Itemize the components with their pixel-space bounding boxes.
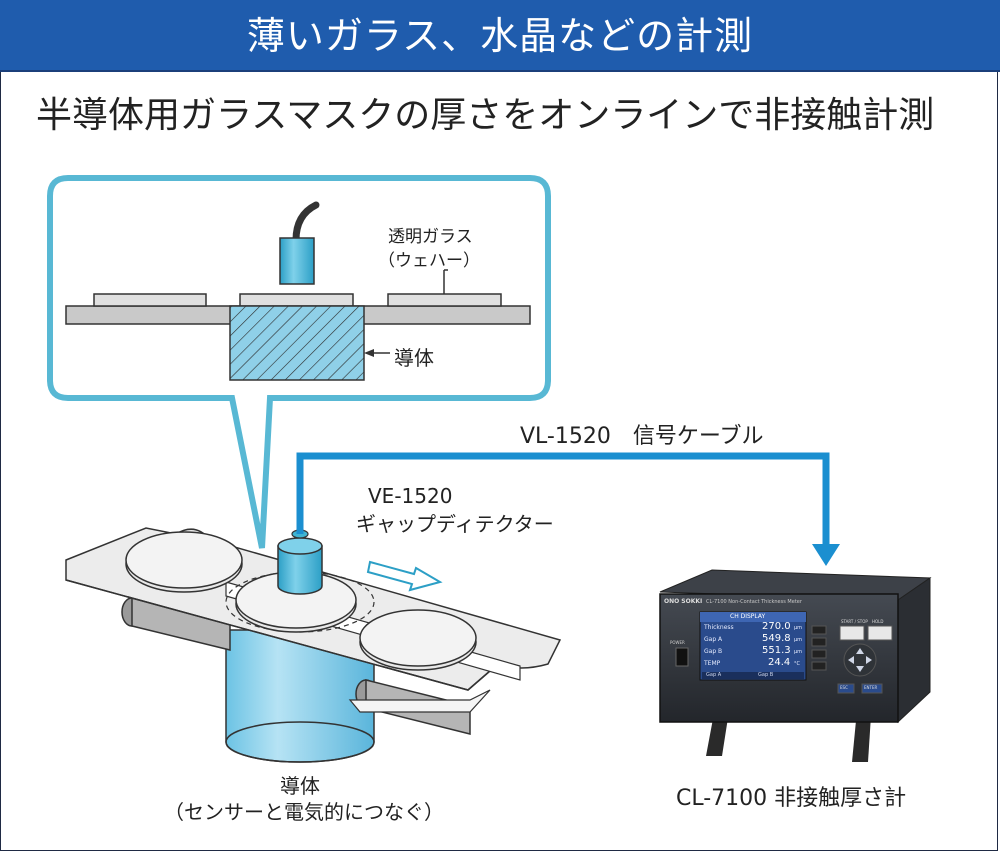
signal-cable-line xyxy=(296,452,830,544)
screen-row-unit: μm xyxy=(794,637,803,643)
thickness-meter xyxy=(659,569,932,762)
right-arrow-icon xyxy=(866,656,872,664)
gap-detector-sensor xyxy=(277,545,323,595)
meter-screen xyxy=(699,611,807,681)
start-stop-label: START / STOP xyxy=(841,619,868,624)
hold-label: HOLD xyxy=(872,619,884,624)
screen-row-value: 549.8 xyxy=(762,633,791,644)
inset-sensor xyxy=(279,237,315,285)
screen-row-name: Gap B xyxy=(704,648,723,655)
meter-panel-title: CL-7100 Non-Contact Thickness Meter xyxy=(706,599,802,605)
power-switch xyxy=(675,647,689,667)
glass-label: 透明ガラス xyxy=(388,227,473,247)
subtitle: 半導体用ガラスマスクの厚さをオンラインで非接触計測 xyxy=(36,95,935,136)
up-arrow-icon xyxy=(856,648,864,654)
screen-row-unit: μm xyxy=(794,649,803,655)
screen-row-unit: °C xyxy=(794,661,800,667)
cable-label: VL-1520 信号ケーブル xyxy=(520,424,764,449)
enter-button xyxy=(861,683,883,694)
screen-header: CH DISPLAY xyxy=(730,613,766,620)
esc-button xyxy=(837,683,855,694)
title-banner: 薄いガラス、水晶などの計測 xyxy=(0,0,1000,72)
inset-callout xyxy=(47,175,551,549)
status-right: Gap B xyxy=(758,672,774,678)
signal-cable-arrowhead xyxy=(812,544,840,566)
hold-button xyxy=(867,625,893,641)
screen-row-name: Gap A xyxy=(704,636,723,643)
screen-row-unit: μm xyxy=(794,625,803,631)
inset-glass-wafer xyxy=(93,293,207,307)
base-label: 導体 xyxy=(280,774,320,798)
inset-glass-wafer xyxy=(239,293,354,307)
banner-title: 薄いガラス、水晶などの計測 xyxy=(246,14,754,58)
meter-label: CL-7100 非接触厚さ計 xyxy=(676,786,907,811)
conveyor-assembly xyxy=(65,527,562,763)
inset-glass-wafer xyxy=(387,293,502,307)
meter-brand: ONO SOKKI xyxy=(664,598,703,605)
screen-row-value: 24.4 xyxy=(768,657,791,668)
status-left: Gap A xyxy=(706,672,722,678)
left-arrow-icon xyxy=(848,656,854,664)
signal-cable xyxy=(296,452,840,566)
conductor-arrowhead xyxy=(364,349,374,357)
movement-arrow xyxy=(366,560,443,592)
inset-conductor xyxy=(229,305,365,381)
down-arrow-icon xyxy=(856,666,864,672)
sensor-model: VE-1520 xyxy=(368,484,453,508)
power-label: POWER xyxy=(670,640,685,645)
enter-label: ENTER xyxy=(864,685,878,690)
screen-row-name: Thickness xyxy=(704,624,734,631)
esc-label: ESC xyxy=(840,685,848,690)
start-stop-button xyxy=(839,625,865,641)
screen-row-name: TEMP xyxy=(704,660,721,667)
inset-sensor-cable xyxy=(292,201,320,244)
wafer-label: （ウェハー） xyxy=(378,251,480,271)
base-sublabel: （センサーと電気的につなぐ） xyxy=(164,800,444,824)
sensor-name: ギャップディテクター xyxy=(356,512,554,536)
inset-conductor-label: 導体 xyxy=(394,346,434,370)
screen-row-value: 551.3 xyxy=(762,645,791,656)
meter-buttons xyxy=(811,625,893,694)
screen-row-value: 270.0 xyxy=(762,621,791,632)
